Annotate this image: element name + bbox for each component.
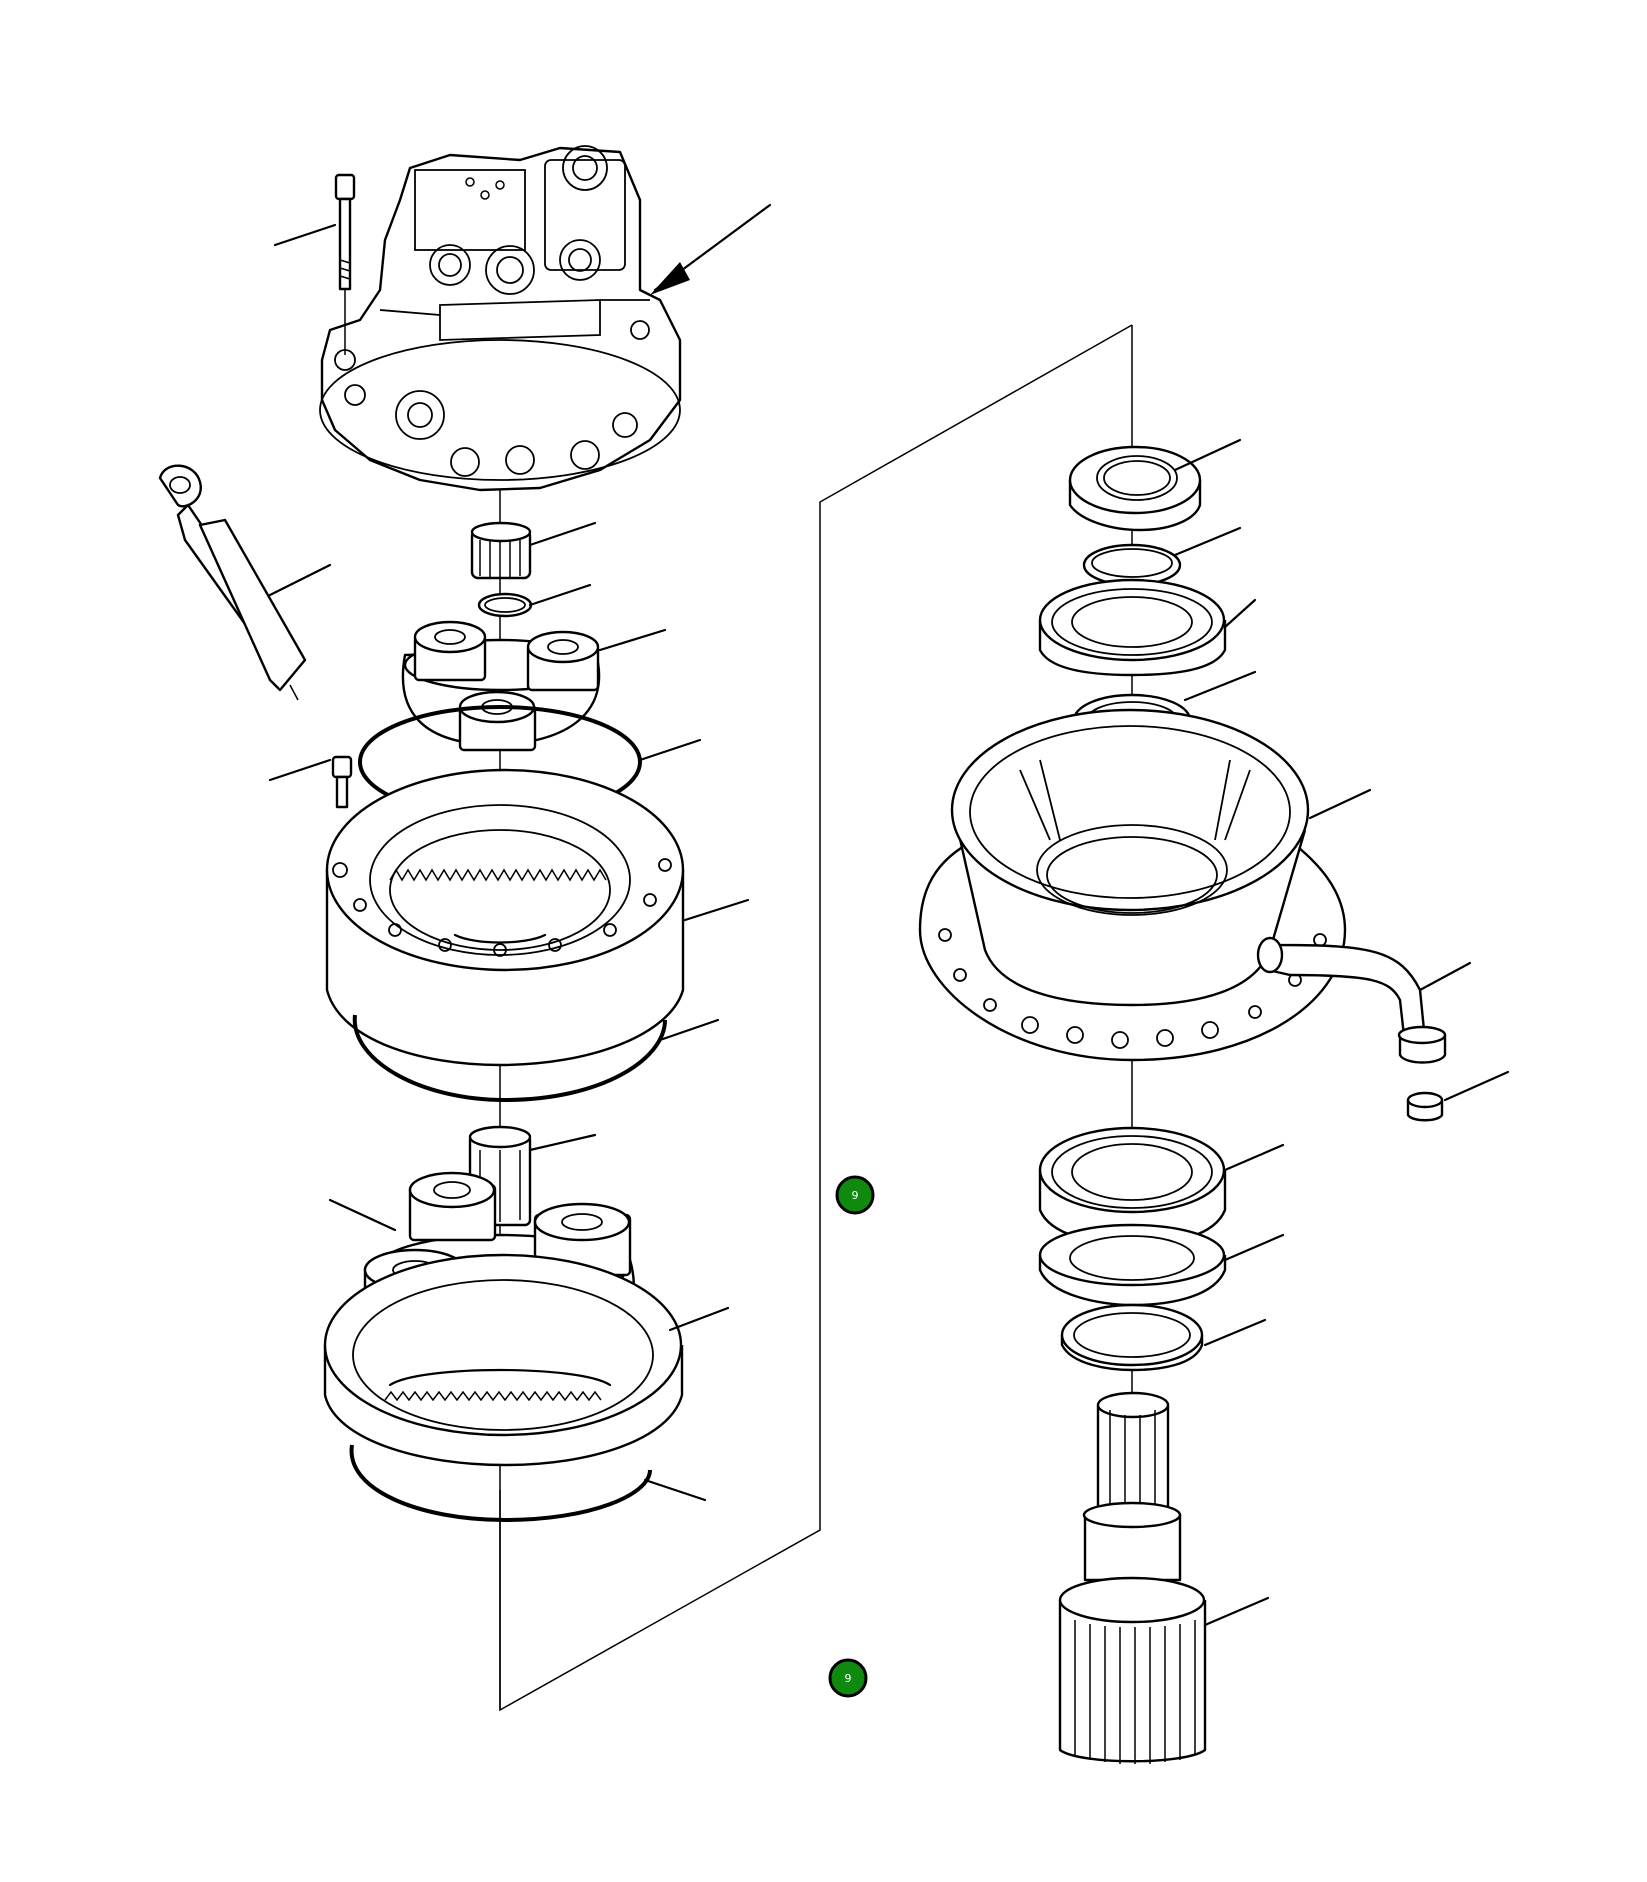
callout-upper[interactable]: 9 [835,1175,875,1215]
secondary-planet-gear-1[interactable] [408,1171,497,1242]
callout-upper-dot [835,1175,875,1215]
swing-motor[interactable] [319,145,682,492]
thrust-washer[interactable] [1060,1303,1204,1372]
primary-planet-gear-3[interactable] [458,690,537,752]
primary-sun-gear[interactable] [470,521,532,580]
snap-ring[interactable] [477,592,533,618]
level-gauge-dipstick[interactable] [158,464,307,701]
lower-seal[interactable] [1038,1223,1227,1307]
callout-lower[interactable]: 9 [828,1658,868,1698]
output-housing[interactable] [918,708,1347,1062]
primary-planet-gear-2[interactable] [526,630,600,692]
upper-bearing[interactable] [1038,578,1227,677]
pinion-shaft[interactable] [1058,1391,1207,1764]
pipe-fitting[interactable] [1397,1025,1447,1064]
lower-bearing[interactable] [1038,1126,1227,1247]
lock-nut[interactable] [1068,445,1202,532]
lower-ring-gear[interactable] [323,1253,684,1467]
upper-ring-gear-housing[interactable] [325,768,685,1067]
primary-planet-gear-1[interactable] [413,620,487,682]
callout-lower-dot [828,1658,868,1698]
drain-plug[interactable] [1406,1091,1444,1122]
leader-lines [268,203,1510,1627]
motor-mounting-bolt[interactable] [334,173,356,355]
o-ring-lower[interactable] [349,1444,652,1523]
o-ring-middle[interactable] [352,1014,667,1103]
callout-lower-label: 9 [845,1672,852,1685]
housing-bolt[interactable] [331,755,353,809]
callout-upper-label: 9 [852,1189,859,1202]
